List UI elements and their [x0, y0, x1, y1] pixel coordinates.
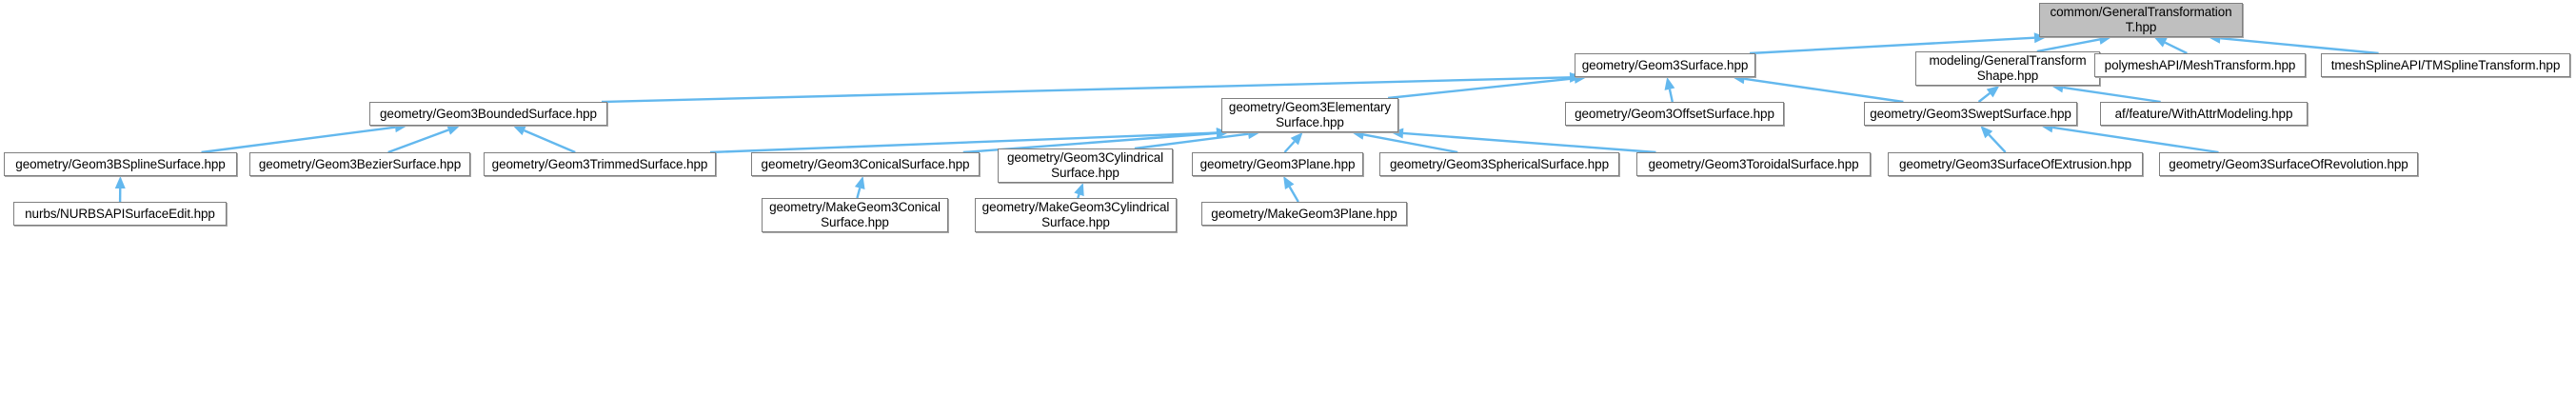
graph-node[interactable]: geometry/Geom3SurfaceOfExtrusion.hpp: [1888, 152, 2143, 176]
graph-edge-line: [2052, 126, 2219, 154]
graph-node[interactable]: geometry/Geom3BSplineSurface.hpp: [4, 152, 237, 176]
graph-edge-line: [1744, 77, 1904, 104]
graph-node-label: common/GeneralTransformation T.hpp: [2050, 5, 2232, 34]
graph-node[interactable]: af/feature/WithAttrModeling.hpp: [2100, 102, 2308, 126]
graph-node[interactable]: geometry/Geom3ConicalSurface.hpp: [751, 152, 980, 176]
graph-edge-arrowhead: [2153, 37, 2168, 48]
graph-node[interactable]: geometry/Geom3SphericalSurface.hpp: [1379, 152, 1619, 176]
graph-node-label: geometry/Geom3SurfaceOfExtrusion.hpp: [1898, 156, 2132, 171]
graph-edge-line: [601, 76, 1571, 104]
graph-node[interactable]: common/GeneralTransformation T.hpp: [2039, 3, 2243, 37]
graph-node-label: geometry/Geom3BoundedSurface.hpp: [380, 106, 597, 121]
graph-node-label: af/feature/WithAttrModeling.hpp: [2114, 106, 2293, 121]
graph-edge-line: [1387, 77, 1575, 100]
graph-edge-arrowhead: [1980, 126, 1993, 139]
graph-edge-line: [856, 188, 862, 199]
graph-edge-line: [1668, 89, 1674, 103]
graph-node-label: geometry/MakeGeom3Plane.hpp: [1211, 206, 1397, 221]
graph-node[interactable]: polymeshAPI/MeshTransform.hpp: [2094, 53, 2306, 77]
graph-node[interactable]: geometry/MakeGeom3Plane.hpp: [1201, 202, 1407, 226]
graph-node-label: polymeshAPI/MeshTransform.hpp: [2104, 57, 2296, 72]
graph-node[interactable]: geometry/Geom3BezierSurface.hpp: [249, 152, 470, 176]
graph-edge-line: [1288, 186, 1299, 203]
graph-edge-arrowhead: [854, 176, 865, 189]
graph-node[interactable]: modeling/GeneralTransform Shape.hpp: [1915, 51, 2100, 86]
graph-node[interactable]: geometry/Geom3Plane.hpp: [1192, 152, 1363, 176]
graph-node-label: nurbs/NURBSAPISurfaceEdit.hpp: [25, 206, 215, 221]
graph-node-label: geometry/MakeGeom3Cylindrical Surface.hp…: [981, 200, 1170, 229]
graph-node-label: geometry/Geom3SweptSurface.hpp: [1870, 106, 2071, 121]
graph-edge-line: [2164, 41, 2188, 55]
graph-edge-line: [2220, 37, 2379, 55]
graph-edge-arrowhead: [1074, 183, 1084, 197]
graph-node-label: geometry/Geom3TrimmedSurface.hpp: [491, 156, 708, 171]
graph-node[interactable]: geometry/Geom3ToroidalSurface.hpp: [1636, 152, 1871, 176]
graph-node-label: geometry/Geom3Elementary Surface.hpp: [1228, 100, 1392, 129]
graph-edge-line: [1402, 131, 1656, 154]
graph-node[interactable]: nurbs/NURBSAPISurfaceEdit.hpp: [13, 202, 227, 226]
graph-edge-line: [201, 126, 396, 154]
graph-edge-arrowhead: [114, 176, 126, 189]
graph-node[interactable]: geometry/Geom3BoundedSurface.hpp: [369, 102, 607, 126]
graph-node[interactable]: geometry/Geom3SweptSurface.hpp: [1864, 102, 2077, 126]
graph-node-label: geometry/MakeGeom3Conical Surface.hpp: [769, 200, 941, 229]
graph-edge-line: [1283, 140, 1296, 153]
graph-node-label: geometry/Geom3OffsetSurface.hpp: [1575, 106, 1774, 121]
graph-node-label: geometry/Geom3BSplineSurface.hpp: [15, 156, 226, 171]
graph-node[interactable]: geometry/Geom3SurfaceOfRevolution.hpp: [2159, 152, 2418, 176]
graph-node-label: geometry/Geom3ToroidalSurface.hpp: [1648, 156, 1859, 171]
graph-node[interactable]: geometry/Geom3TrimmedSurface.hpp: [484, 152, 716, 176]
graph-edge-arrowhead: [1290, 132, 1303, 146]
graph-edge-arrowhead: [1986, 86, 2000, 98]
graph-node[interactable]: geometry/MakeGeom3Conical Surface.hpp: [762, 198, 948, 232]
graph-edge-line: [387, 129, 449, 154]
graph-edge-line: [1363, 133, 1458, 154]
graph-edge-arrowhead: [1664, 77, 1675, 90]
graph-node[interactable]: geometry/Geom3OffsetSurface.hpp: [1565, 102, 1784, 126]
graph-node-label: geometry/Geom3SphericalSurface.hpp: [1390, 156, 1609, 171]
graph-node-label: geometry/Geom3ConicalSurface.hpp: [761, 156, 970, 171]
graph-node[interactable]: geometry/MakeGeom3Cylindrical Surface.hp…: [975, 198, 1177, 232]
graph-edge-line: [2036, 38, 2100, 53]
graph-node-label: geometry/Geom3Cylindrical Surface.hpp: [1006, 150, 1164, 180]
graph-node[interactable]: tmeshSplineAPI/TMSplineTransform.hpp: [2321, 53, 2570, 77]
graph-node-label: tmeshSplineAPI/TMSplineTransform.hpp: [2330, 57, 2561, 72]
graph-node-label: geometry/Geom3SurfaceOfRevolution.hpp: [2169, 156, 2408, 171]
graph-edge-arrowhead: [512, 126, 526, 136]
graph-node[interactable]: geometry/Geom3Surface.hpp: [1575, 53, 1755, 77]
graph-edge-line: [2063, 86, 2161, 104]
graph-node[interactable]: geometry/Geom3Elementary Surface.hpp: [1221, 98, 1398, 132]
graph-node-label: geometry/Geom3Plane.hpp: [1199, 156, 1356, 171]
graph-node[interactable]: geometry/Geom3Cylindrical Surface.hpp: [998, 148, 1173, 183]
graph-node-label: geometry/Geom3BezierSurface.hpp: [258, 156, 462, 171]
graph-edge-arrowhead: [1283, 176, 1295, 190]
graph-edge-arrowhead: [446, 125, 461, 135]
graph-node-label: geometry/Geom3Surface.hpp: [1581, 57, 1749, 72]
graph-edge-line: [1977, 92, 1991, 103]
graph-edge-line: [524, 129, 576, 154]
graph-node-label: modeling/GeneralTransform Shape.hpp: [1929, 53, 2087, 83]
graph-edge-line: [1134, 132, 1249, 150]
graph-edge-line: [1988, 133, 2007, 153]
